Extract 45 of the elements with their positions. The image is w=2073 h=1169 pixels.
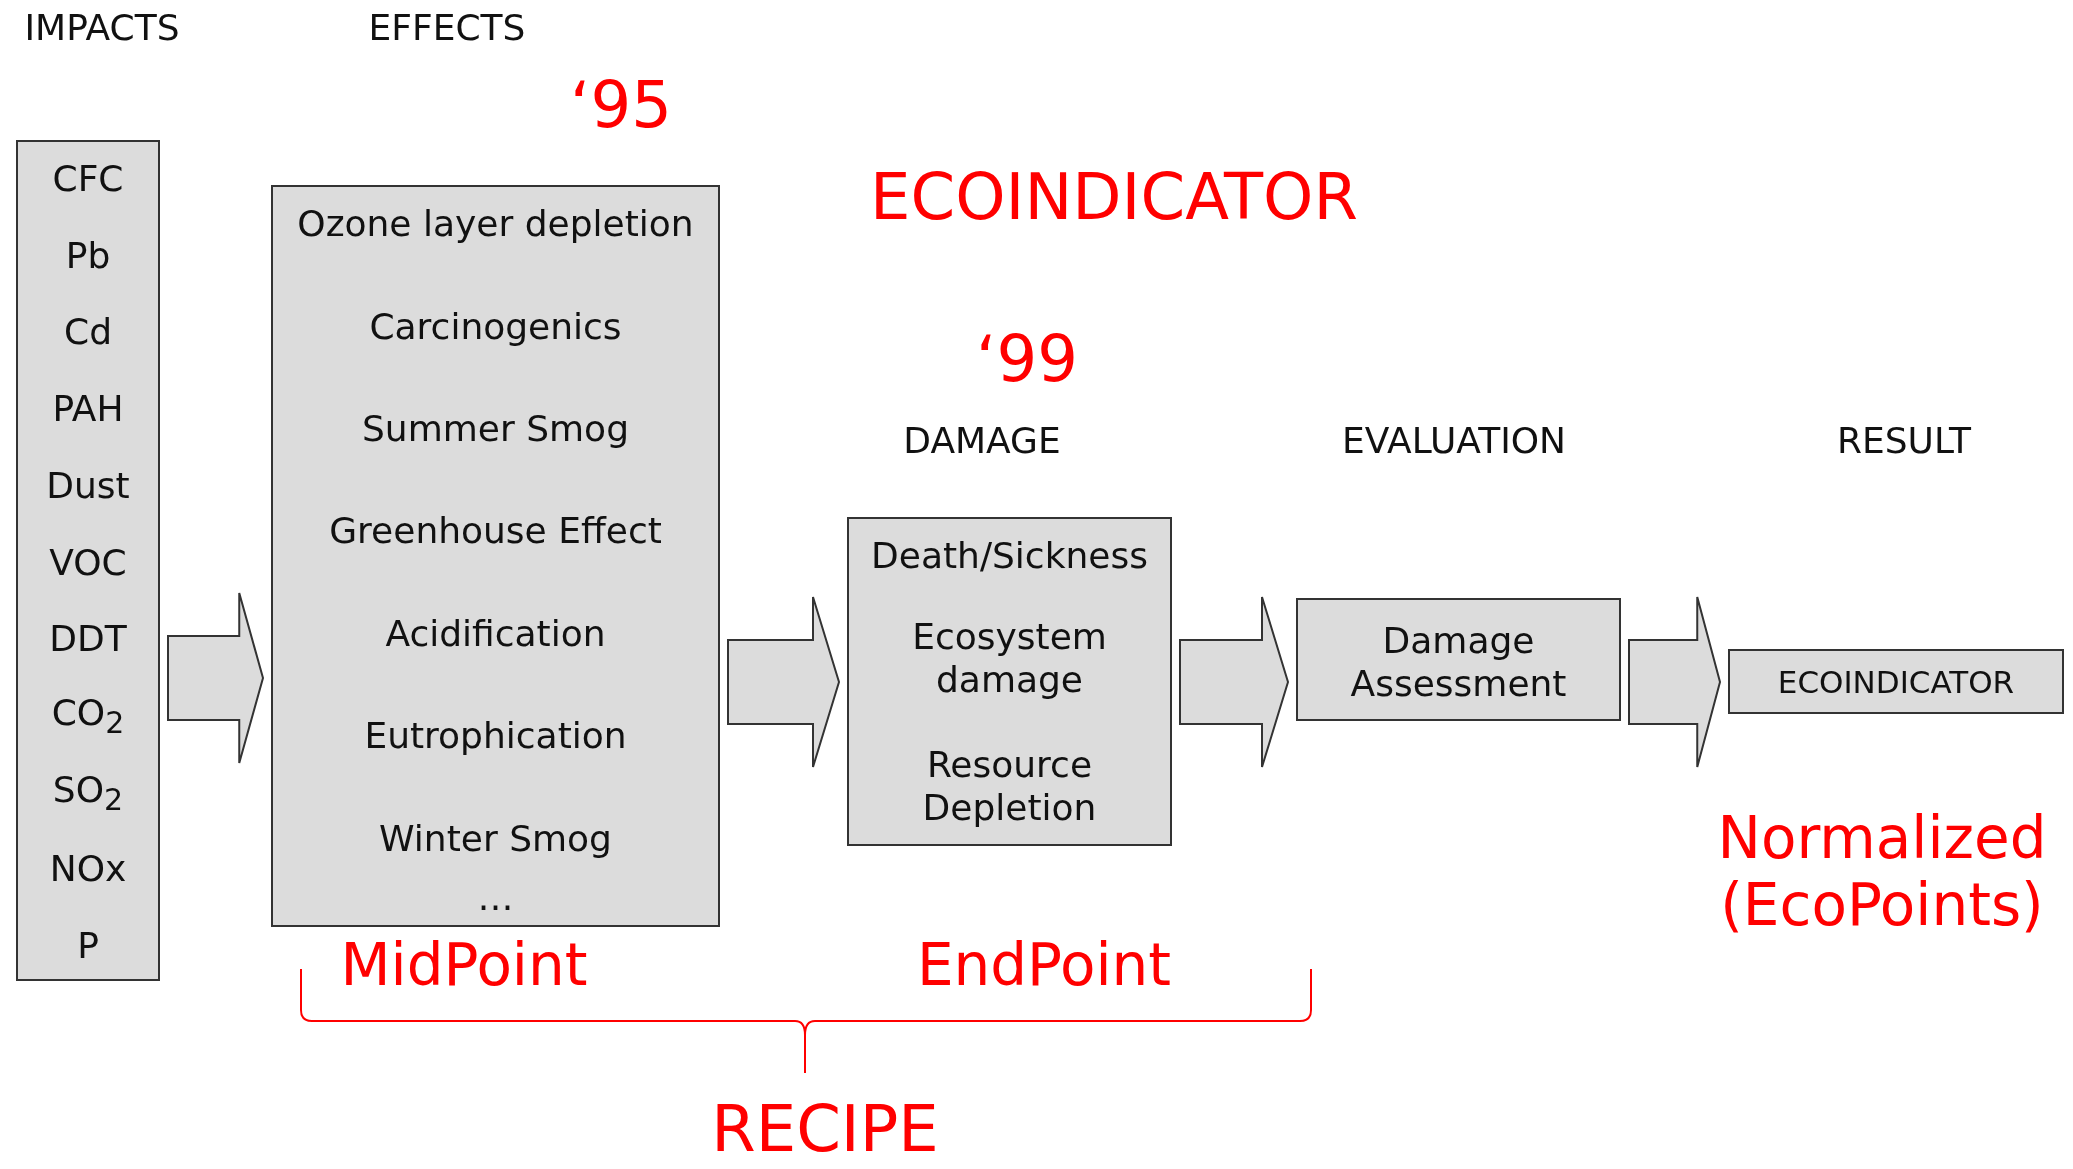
node-text: P [76, 924, 100, 968]
node-text: Summer Smog [361, 407, 630, 451]
node-text: CFC [51, 157, 125, 201]
column-heading: EVALUATION [1342, 420, 1566, 462]
node-text: Carcinogenics [368, 305, 623, 349]
method-label: ECOINDICATOR [870, 161, 1358, 235]
pollutant-column [16, 140, 160, 981]
block-arrow [727, 596, 841, 768]
node-text: Eutrophication [363, 714, 628, 758]
year-label: ‘95 [570, 69, 672, 143]
column-heading: DAMAGE [903, 420, 1061, 462]
node-text: Pb [64, 234, 112, 278]
node-text: DDT [48, 617, 128, 661]
node-text: Winter Smog [378, 817, 613, 861]
node-text: Greenhouse Effect [328, 509, 663, 553]
node-text: ECOINDICATOR [1776, 664, 2016, 702]
result-note: Normalized (EcoPoints) [1716, 805, 2048, 939]
node-text: Cd [63, 310, 113, 354]
bracket-label: MidPoint [340, 931, 588, 999]
bracket-label: EndPoint [916, 931, 1172, 999]
effects-box [271, 185, 720, 927]
node-text: Death/Sickness [870, 534, 1149, 578]
node-text: NOx [48, 847, 128, 891]
node-text: Resource Depletion [921, 742, 1098, 830]
node-text: VOC [48, 540, 128, 585]
node-text: SO$_{2}$ [51, 767, 125, 818]
damage-box [847, 517, 1172, 846]
column-heading: EFFECTS [368, 7, 526, 49]
column-heading: IMPACTS [24, 7, 180, 49]
block-arrow [1179, 596, 1290, 768]
node-text: CO$_{2}$ [50, 690, 126, 741]
method-label: RECIPE [711, 1093, 939, 1167]
node-text: Ozone layer depletion [296, 202, 695, 246]
node-text: Dust [45, 464, 131, 508]
node-text: Damage Assessment [1349, 618, 1568, 706]
block-arrow [167, 592, 265, 764]
year-label: ‘99 [976, 323, 1078, 397]
node-text: Acidification [384, 612, 607, 656]
result-box [1728, 649, 2064, 714]
node-text: … [476, 876, 515, 920]
evaluation-box [1296, 598, 1621, 721]
column-heading: RESULT [1836, 420, 1972, 462]
node-text: Ecosystem damage [911, 614, 1108, 702]
block-arrow [1628, 596, 1722, 768]
node-text: PAH [51, 387, 125, 431]
